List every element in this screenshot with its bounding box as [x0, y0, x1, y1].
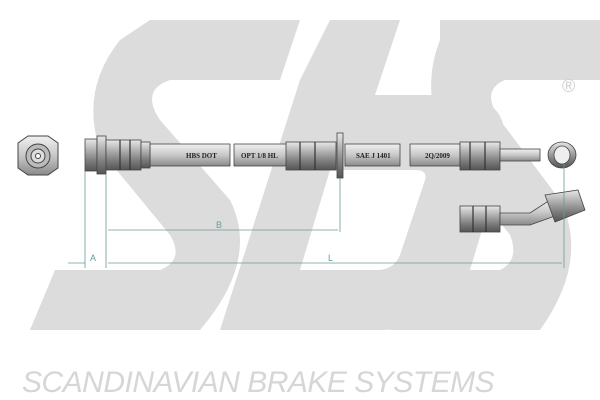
dimension-l-label: L	[328, 253, 333, 263]
dimension-lines	[68, 164, 565, 268]
hose-label-opt: OPT 1/8 HL	[241, 152, 278, 160]
registered-mark: ®	[562, 76, 575, 96]
brand-name: SCANDINAVIAN BRAKE SYSTEMS	[22, 366, 495, 399]
fitting-end-view	[17, 135, 59, 176]
dimension-b-label: B	[216, 220, 222, 230]
sbs-logo-watermark	[30, 20, 600, 330]
hose-label-dot: HBS DOT	[186, 152, 217, 160]
hose-label-date: 2Q/2009	[425, 152, 450, 160]
brake-hose	[84, 132, 586, 233]
hose-label-sae: SAE J 1401	[356, 152, 391, 160]
rib-lines	[119, 140, 487, 232]
dimension-a-label: A	[90, 253, 96, 263]
